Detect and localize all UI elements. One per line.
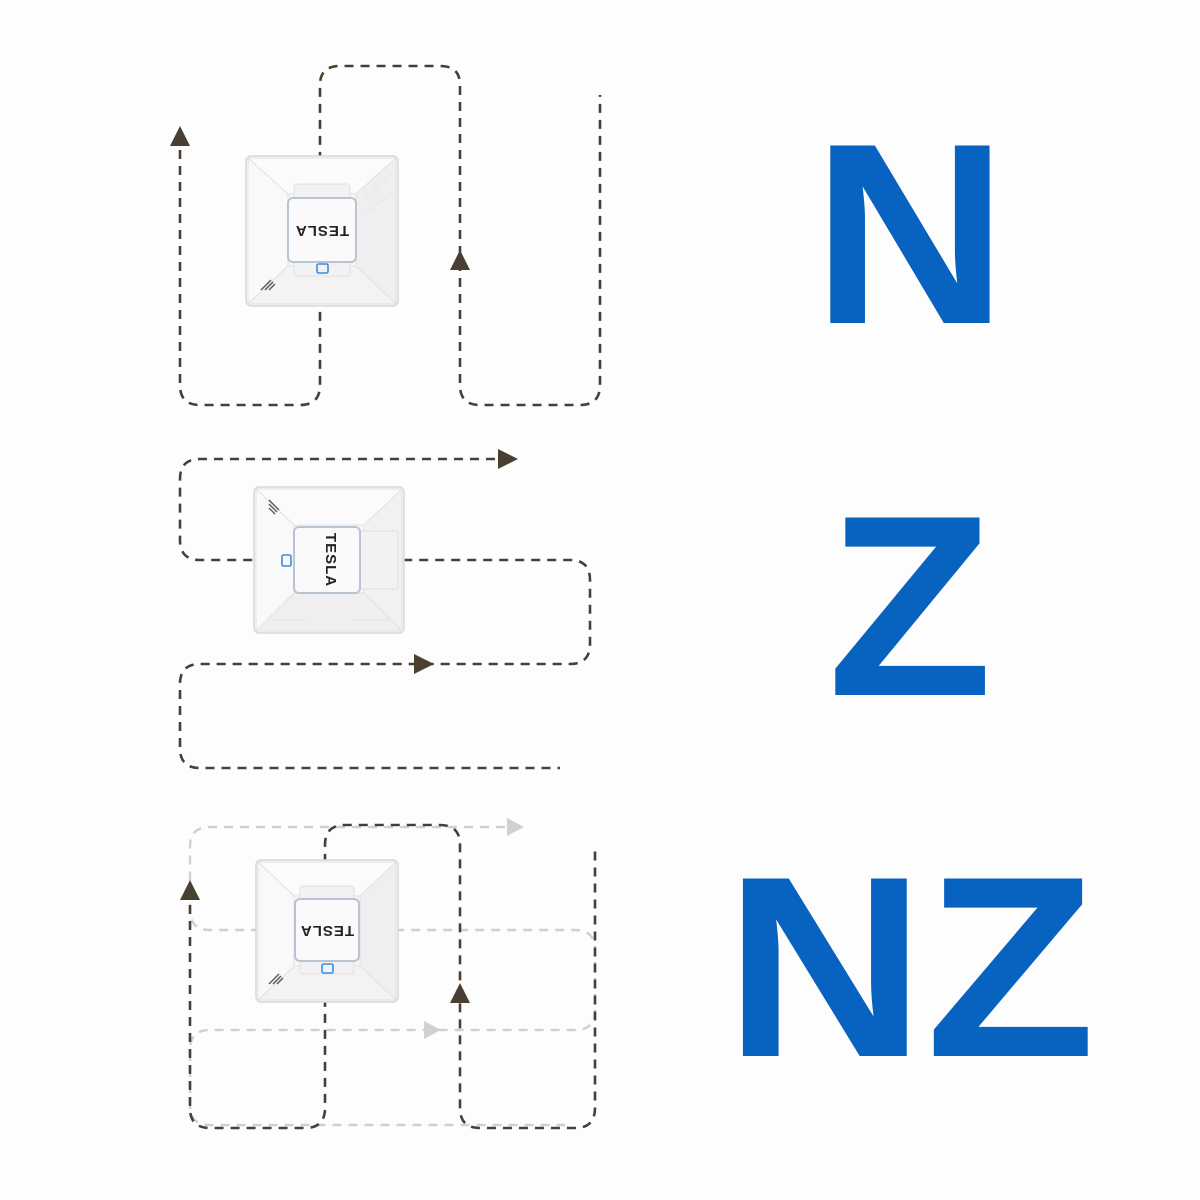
z-mode-arrows — [414, 449, 518, 674]
nz-mode-secondary-arrows — [424, 818, 524, 1039]
arrow-up-icon — [180, 880, 200, 900]
cleaning-pad-icon — [321, 963, 334, 974]
arrow-up-icon — [450, 983, 470, 1003]
cleaning-pad-icon — [316, 263, 329, 274]
mode-label-n: N — [812, 89, 1008, 378]
arrow-up-icon — [170, 126, 190, 146]
mode-label-nz: NZ — [724, 822, 1096, 1111]
nz-mode-primary-path — [188, 823, 597, 1130]
arrow-up-icon — [450, 250, 470, 270]
cleaning-pad-icon — [281, 554, 292, 567]
nz-mode-primary-arrows — [180, 880, 470, 1003]
wifi-icon — [268, 973, 284, 985]
wifi-icon — [268, 499, 280, 515]
z-mode-path — [178, 457, 592, 770]
window-robot-n: TESLA — [245, 155, 399, 307]
mode-label-z: Z — [827, 461, 993, 750]
arrow-right-icon — [414, 654, 434, 674]
n-mode-arrows — [170, 126, 470, 270]
arrow-right-icon — [498, 449, 518, 469]
brand-label: TESLA — [300, 922, 354, 939]
brand-label: TESLA — [295, 222, 349, 239]
window-robot-nz: TESLA — [255, 859, 399, 1003]
window-robot-z: TESLA — [253, 486, 405, 634]
arrow-right-icon — [507, 818, 524, 836]
brand-label: TESLA — [322, 533, 339, 587]
arrow-right-icon — [424, 1021, 441, 1039]
wifi-icon — [260, 279, 276, 291]
